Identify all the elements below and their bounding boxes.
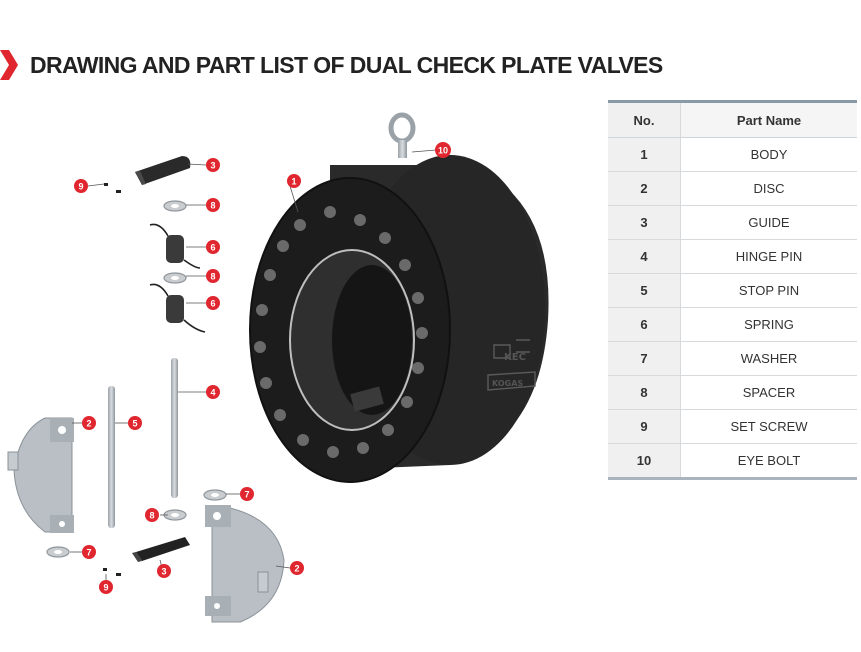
svg-text:3: 3: [161, 567, 166, 577]
callout-9a: 9: [74, 179, 88, 193]
svg-text:3: 3: [210, 161, 215, 171]
page-header: DRAWING AND PART LIST OF DUAL CHECK PLAT…: [0, 46, 700, 86]
svg-text:7: 7: [244, 490, 249, 500]
svg-text:5: 5: [132, 419, 137, 429]
callout-8b: 8: [206, 269, 220, 283]
valve-drawing: 1 2 2 3 3 4 5 6 6 7 7 8 8 8 9 9 10 KEC K…: [7, 112, 549, 623]
callout-3b: 3: [157, 564, 171, 578]
eye-bolt: [388, 112, 416, 158]
cell-part-name: EYE BOLT: [680, 443, 857, 480]
guide-bottom: [132, 537, 190, 562]
callout-1: 1: [287, 174, 301, 188]
chevron-right-icon: [0, 50, 18, 80]
svg-text:1: 1: [291, 177, 296, 187]
body-embossed-text-1: KEC: [504, 352, 526, 363]
cell-no: 8: [608, 375, 681, 410]
cell-no: 2: [608, 171, 681, 206]
cell-part-name: STOP PIN: [680, 273, 857, 308]
callout-4: 4: [206, 385, 220, 399]
svg-text:10: 10: [438, 146, 448, 156]
cell-no: 5: [608, 273, 681, 308]
hinge-pin: [171, 358, 178, 498]
washers: [46, 200, 227, 558]
cell-no: 1: [608, 137, 681, 172]
table-header-row: No. Part Name: [608, 100, 857, 138]
callout-7a: 7: [240, 487, 254, 501]
svg-text:6: 6: [210, 299, 215, 309]
cell-part-name: GUIDE: [680, 205, 857, 240]
callout-10: 10: [435, 142, 451, 158]
svg-text:9: 9: [103, 583, 108, 593]
cell-no: 9: [608, 409, 681, 444]
set-screws: [103, 183, 121, 576]
cell-part-name: BODY: [680, 137, 857, 172]
callout-8c: 8: [145, 508, 159, 522]
callout-8a: 8: [206, 198, 220, 212]
cell-no: 7: [608, 341, 681, 376]
cell-part-name: WASHER: [680, 341, 857, 376]
disc-right: [205, 505, 285, 623]
cell-part-name: SPACER: [680, 375, 857, 410]
cell-part-name: DISC: [680, 171, 857, 206]
column-header-part-name: Part Name: [680, 100, 857, 138]
callout-7b: 7: [82, 545, 96, 559]
stop-pin: [108, 386, 115, 528]
callout-markers: 1 2 2 3 3 4 5 6 6 7 7 8 8 8 9 9 10: [74, 142, 451, 594]
callout-6a: 6: [206, 240, 220, 254]
cell-part-name: SPRING: [680, 307, 857, 342]
guide-top: [135, 156, 191, 185]
body-embossed-text-2: KOGAS: [492, 379, 523, 388]
callout-3a: 3: [206, 158, 220, 172]
callout-2a: 2: [82, 416, 96, 430]
disc-left: [7, 417, 74, 533]
svg-text:8: 8: [210, 272, 215, 282]
cell-part-name: SET SCREW: [680, 409, 857, 444]
exploded-view-diagram: 1 2 2 3 3 4 5 6 6 7 7 8 8 8 9 9 10 KEC K…: [0, 95, 600, 645]
svg-text:2: 2: [86, 419, 91, 429]
callout-9b: 9: [99, 580, 113, 594]
cell-part-name: HINGE PIN: [680, 239, 857, 274]
springs: [149, 223, 206, 333]
callout-5: 5: [128, 416, 142, 430]
svg-text:2: 2: [294, 564, 299, 574]
svg-text:8: 8: [149, 511, 154, 521]
svg-text:8: 8: [210, 201, 215, 211]
svg-text:7: 7: [86, 548, 91, 558]
cell-no: 4: [608, 239, 681, 274]
cell-no: 10: [608, 443, 681, 480]
callout-6b: 6: [206, 296, 220, 310]
page-title: DRAWING AND PART LIST OF DUAL CHECK PLAT…: [30, 52, 663, 78]
valve-body: [249, 155, 549, 483]
column-header-no: No.: [608, 100, 681, 138]
callout-2b: 2: [290, 561, 304, 575]
svg-text:9: 9: [78, 182, 83, 192]
cell-no: 6: [608, 307, 681, 342]
svg-text:4: 4: [210, 388, 215, 398]
cell-no: 3: [608, 205, 681, 240]
svg-text:6: 6: [210, 243, 215, 253]
